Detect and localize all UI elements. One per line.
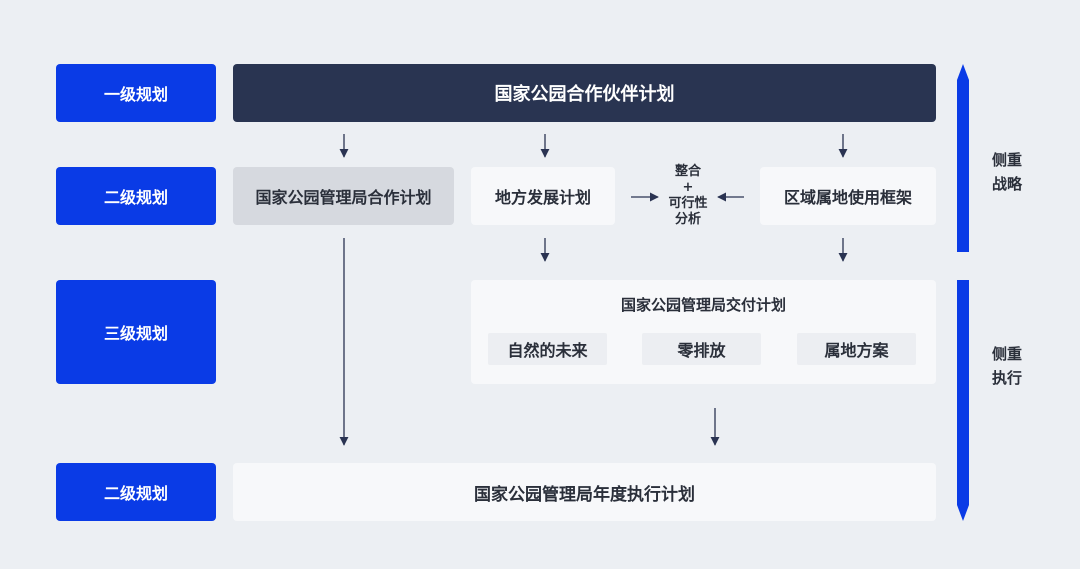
side-execution-line-1: 侧重: [992, 345, 1023, 363]
integration-line-4: 分析: [674, 212, 701, 227]
level2-right-text: 区域属地使用框架: [783, 188, 912, 207]
level3-item-property-text: 属地方案: [824, 341, 889, 360]
level-label-1-text: 一级规划: [103, 85, 168, 104]
side-bar-strategy: [957, 64, 969, 252]
top-plan-box: 国家公园合作伙伴计划: [233, 64, 936, 122]
side-strategy-label: 侧重 战略: [992, 148, 1032, 200]
side-strategy-line-1: 侧重: [992, 151, 1023, 169]
level3-item-property: 属地方案: [797, 333, 916, 365]
level-label-3-text: 三级规划: [103, 324, 168, 343]
bottom-plan-box: 国家公园管理局年度执行计划: [233, 463, 936, 521]
level-label-1: 一级规划: [56, 64, 216, 122]
side-bar-execution: [957, 280, 969, 521]
level2-left-text: 国家公园管理局合作计划: [255, 188, 432, 207]
level-label-2-text: 二级规划: [103, 188, 168, 207]
level3-item-nature: 自然的未来: [488, 333, 607, 365]
level-label-4-text: 二级规划: [103, 484, 168, 503]
level2-right-box: 区域属地使用框架: [760, 167, 936, 225]
level2-middle-text: 地方发展计划: [494, 188, 591, 207]
level2-left-box: 国家公园管理局合作计划: [233, 167, 454, 225]
side-execution-label: 侧重 执行: [992, 342, 1032, 394]
integration-line-3: 可行性: [668, 196, 708, 211]
level3-item-zero-emission: 零排放: [642, 333, 761, 365]
integration-line-2: +: [682, 180, 694, 195]
level3-item-zero-emission-text: 零排放: [677, 341, 726, 360]
level3-item-nature-text: 自然的未来: [507, 341, 588, 360]
level-label-3: 三级规划: [56, 280, 216, 384]
integration-note: 整合 + 可行性 分析: [650, 164, 726, 232]
top-plan-text: 国家公园合作伙伴计划: [494, 84, 675, 105]
integration-line-1: 整合: [674, 164, 701, 179]
side-strategy-line-2: 战略: [992, 175, 1023, 193]
level3-delivery-box: [471, 280, 936, 384]
level-label-2: 二级规划: [56, 167, 216, 225]
level-label-4: 二级规划: [56, 463, 216, 521]
side-execution-line-2: 执行: [992, 369, 1023, 387]
bottom-plan-text: 国家公园管理局年度执行计划: [474, 484, 695, 505]
level3-title: 国家公园管理局交付计划: [620, 296, 786, 314]
level2-middle-box: 地方发展计划: [471, 167, 615, 225]
